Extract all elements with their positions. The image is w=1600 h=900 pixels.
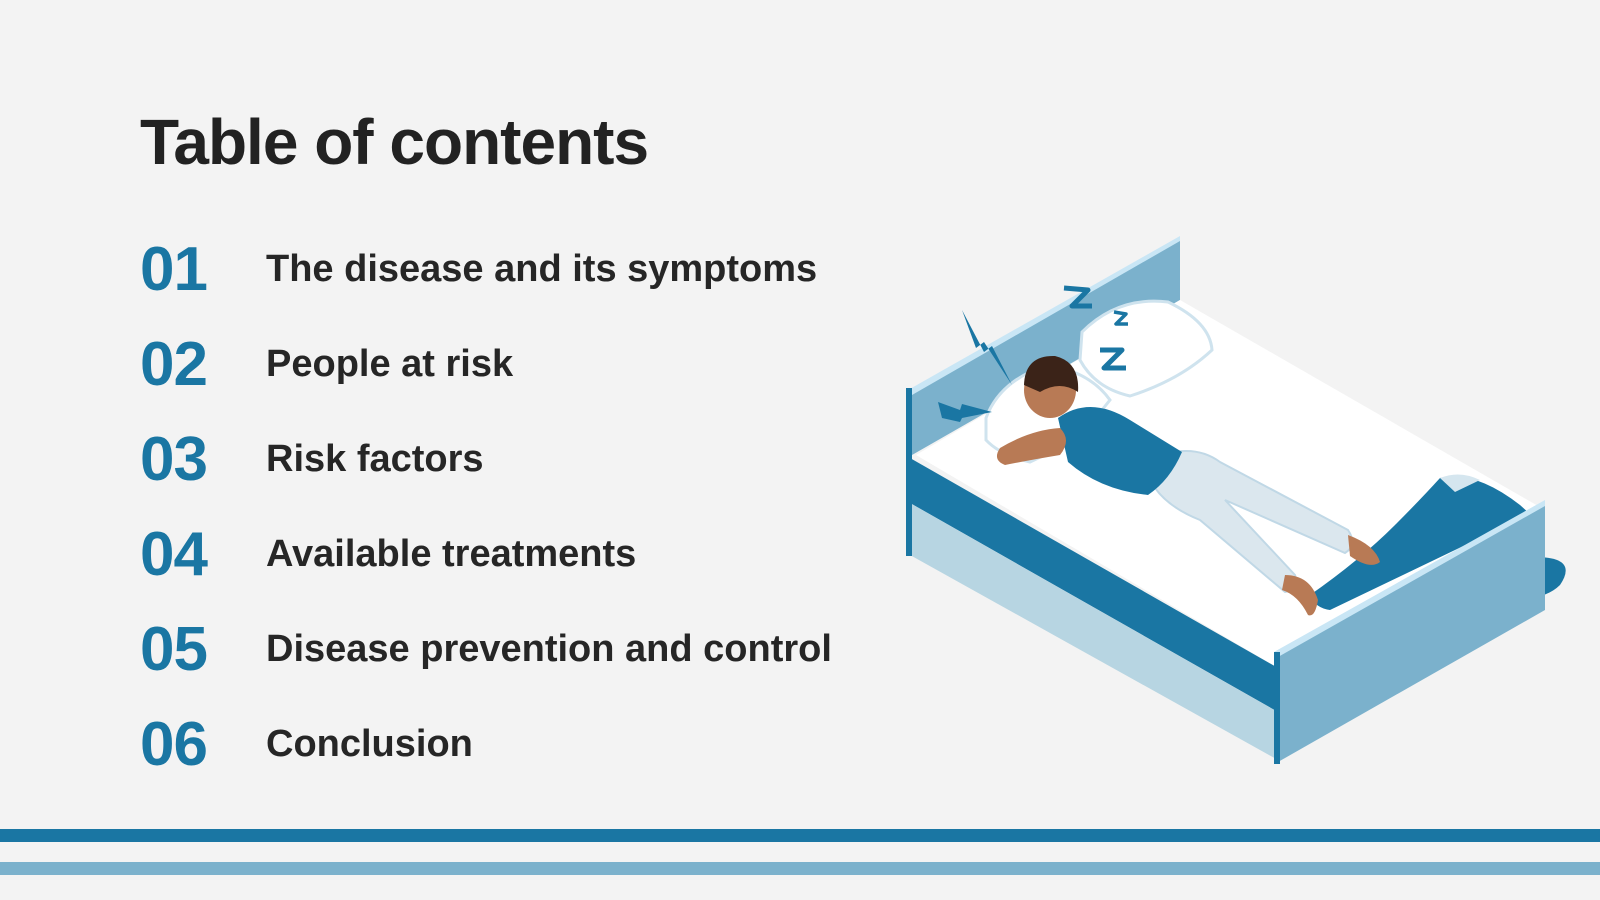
sleeping-person-illustration (906, 236, 1566, 764)
bed-foot-post (1274, 652, 1280, 764)
toc-item-02: 02 People at risk (140, 317, 832, 412)
page-title: Table of contents (140, 106, 649, 178)
toc-number: 05 (140, 615, 208, 684)
headboard-top-edge (908, 236, 1180, 395)
footer-stripe-dark (0, 829, 1600, 842)
toc-item-01: 01 The disease and its symptoms (140, 222, 832, 317)
sleep-z-icon (1063, 285, 1092, 309)
bed-left-post (906, 388, 912, 556)
footboard-top-edge (1274, 500, 1545, 657)
toc-label: Conclusion (266, 723, 473, 765)
toc-label: The disease and its symptoms (266, 248, 818, 290)
sleep-z-icon (1113, 310, 1128, 326)
toc-item-06: 06 Conclusion (140, 697, 832, 792)
toc-label: Risk factors (266, 438, 484, 480)
toc-item-04: 04 Available treatments (140, 507, 832, 602)
toc-number: 01 (140, 235, 208, 304)
bed-base (910, 503, 1278, 760)
toc-number: 02 (140, 330, 208, 399)
pillow-back (1078, 299, 1214, 398)
footer-stripe-light (0, 862, 1600, 875)
toc-label: Available treatments (266, 533, 637, 575)
toc-number: 04 (140, 520, 208, 589)
bed-side-rail (910, 458, 1278, 712)
snore-bolt-icon (938, 402, 992, 422)
blanket-fold (1440, 474, 1480, 492)
person-foot (1282, 575, 1318, 616)
person-hair (1024, 355, 1079, 392)
person-arm (996, 428, 1066, 465)
blanket (1310, 476, 1530, 610)
sleep-z-icon (1100, 347, 1126, 371)
toc-number: 06 (140, 710, 208, 779)
bed-footboard (1278, 502, 1545, 762)
toc-list: 01 The disease and its symptoms 02 Peopl… (140, 222, 832, 792)
person-foot (1348, 535, 1380, 565)
bed-headboard (912, 238, 1180, 455)
person-legs (1143, 450, 1354, 594)
person-torso (1058, 406, 1182, 495)
snore-bolt-icon (962, 310, 1012, 385)
toc-item-03: 03 Risk factors (140, 412, 832, 507)
toc-label: People at risk (266, 343, 514, 385)
toc-label: Disease prevention and control (266, 628, 832, 670)
toc-number: 03 (140, 425, 208, 494)
toc-item-05: 05 Disease prevention and control (140, 602, 832, 697)
